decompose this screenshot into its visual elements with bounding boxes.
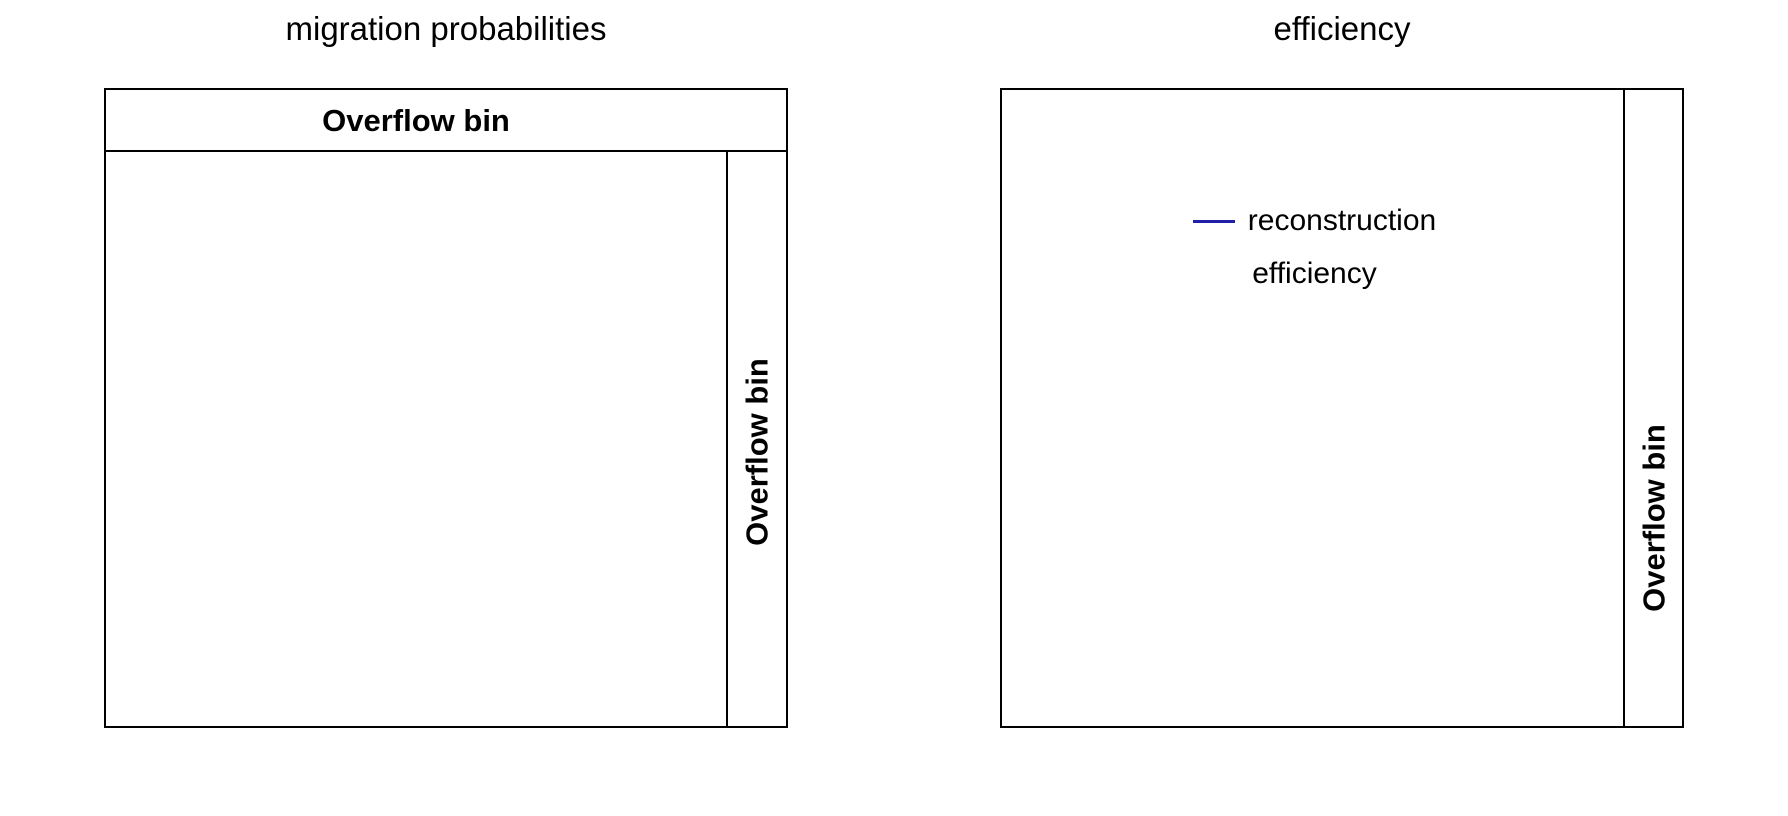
left-panel-overflow-bin-column[interactable]: Overflow bin xyxy=(726,90,786,726)
right-panel-title: efficiency xyxy=(1273,10,1411,47)
legend-line-swatch-icon xyxy=(1192,219,1235,223)
right-panel-overflow-bin-column[interactable]: Overflow bin xyxy=(1623,90,1682,726)
left-panel-overflow-bin-vertical-label: Overflow bin xyxy=(739,358,775,546)
legend-entry-second-line: efficiency xyxy=(1252,259,1377,289)
migration-probabilities-plot-area[interactable] xyxy=(106,90,726,726)
efficiency-panel[interactable]: reconstruction efficiency Overflow bin xyxy=(1000,88,1684,728)
left-panel-title: migration probabilities xyxy=(285,10,607,47)
efficiency-plot-area[interactable]: reconstruction efficiency xyxy=(1002,90,1623,726)
right-panel-overflow-bin-vertical-label: Overflow bin xyxy=(1636,424,1671,612)
efficiency-legend[interactable]: reconstruction efficiency xyxy=(1002,206,1627,289)
legend-label-line1: reconstruction xyxy=(1247,204,1437,237)
legend-label-line2: efficiency xyxy=(1252,257,1377,290)
legend-entry-reconstruction-efficiency[interactable]: reconstruction xyxy=(1192,204,1437,237)
migration-probabilities-panel[interactable]: Overflow bin Overflow bin xyxy=(104,88,788,728)
